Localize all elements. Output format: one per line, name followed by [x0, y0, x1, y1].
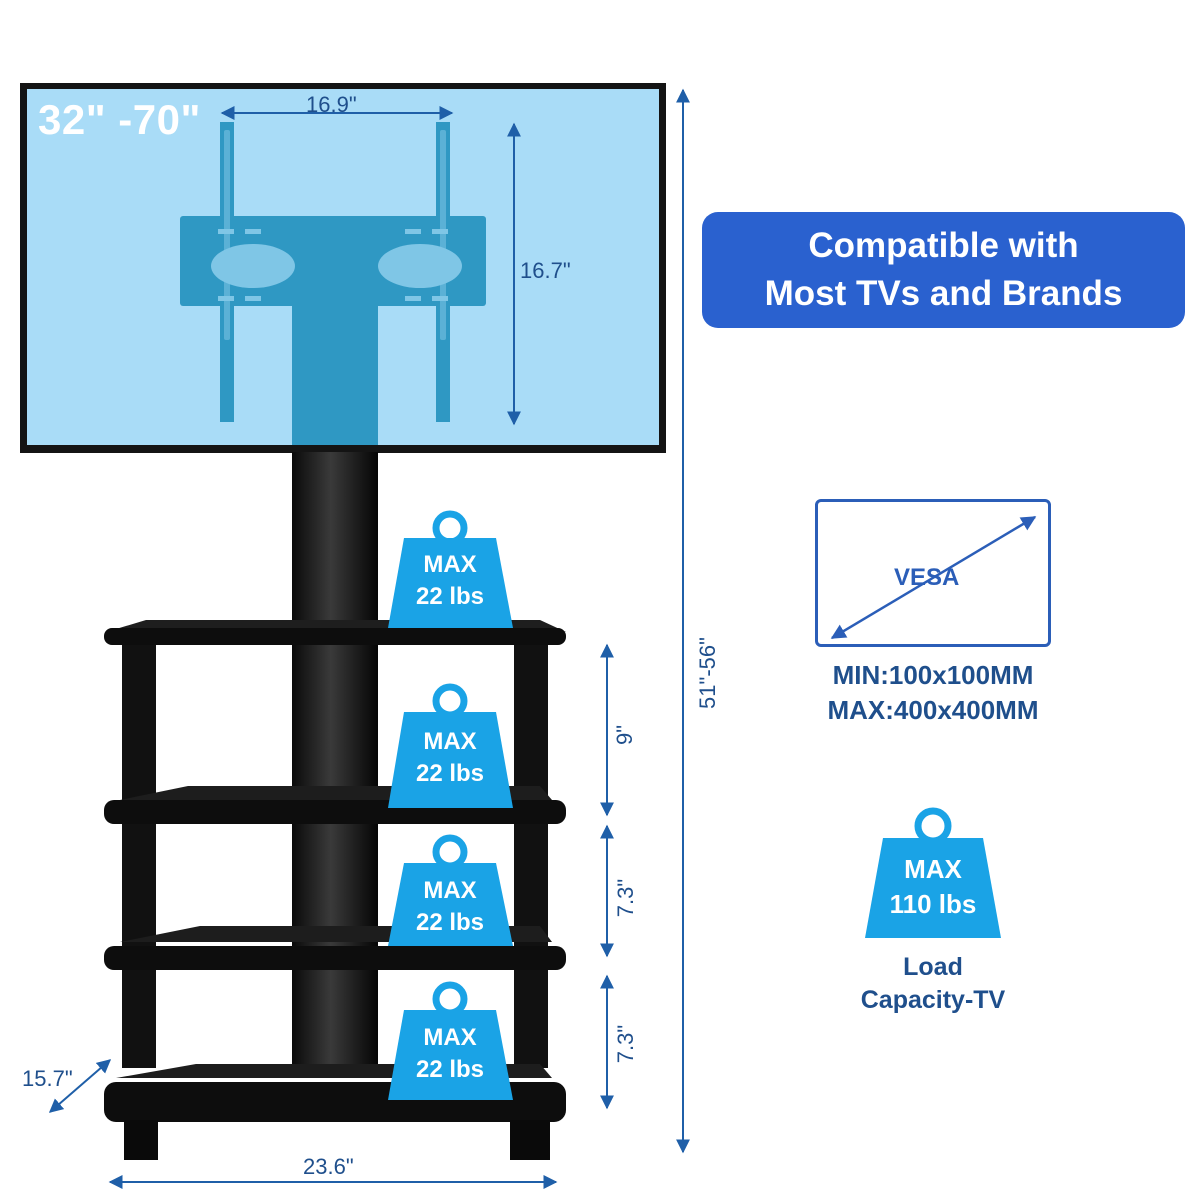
shelf-gap-label-1: 9" — [612, 724, 637, 746]
vesa-height-label: 16.7" — [520, 258, 571, 283]
vesa-box — [815, 499, 1051, 647]
vesa-label: VESA — [894, 564, 960, 591]
depth-arrow — [48, 1059, 112, 1113]
vesa-width-label: 16.9" — [306, 92, 357, 117]
depth-label: 15.7" — [22, 1066, 73, 1091]
shelf-gap-label-3: 7.3" — [613, 1024, 638, 1064]
compatibility-line-1: Compatible with — [808, 226, 1079, 265]
total-load-weight-icon — [865, 807, 1001, 938]
weight-label: MAX 22 lbs — [415, 1024, 485, 1083]
bracket-holes — [211, 130, 462, 340]
weight-label: MAX 22 lbs — [415, 877, 485, 936]
vesa-max-spec: MAX:400x400MM — [827, 695, 1039, 725]
compatibility-line-2: Most TVs and Brands — [764, 274, 1123, 313]
shelf-gap-label-2: 7.3" — [613, 878, 638, 918]
weight-icon — [388, 510, 513, 628]
compatibility-banner: Compatible with Most TVs and Brands — [702, 212, 1185, 328]
center-pole — [292, 452, 378, 1077]
weight-icon — [388, 981, 513, 1100]
total-height-label: 51"-56" — [695, 637, 720, 709]
total-load-label: MAX 110 lbs — [889, 854, 977, 919]
weight-icon — [388, 834, 513, 946]
width-label: 23.6" — [303, 1154, 354, 1179]
vesa-min-spec: MIN:100x100MM — [832, 660, 1034, 690]
tv-size-range: 32" -70" — [38, 96, 201, 143]
weight-label: MAX 22 lbs — [415, 728, 485, 787]
vesa-diagonal-arrow — [830, 515, 1037, 640]
weight-label: MAX 22 lbs — [415, 551, 485, 610]
shelves — [104, 620, 566, 1160]
weight-icon — [388, 683, 513, 808]
load-capacity-caption: Load Capacity-TV — [860, 953, 1006, 1014]
